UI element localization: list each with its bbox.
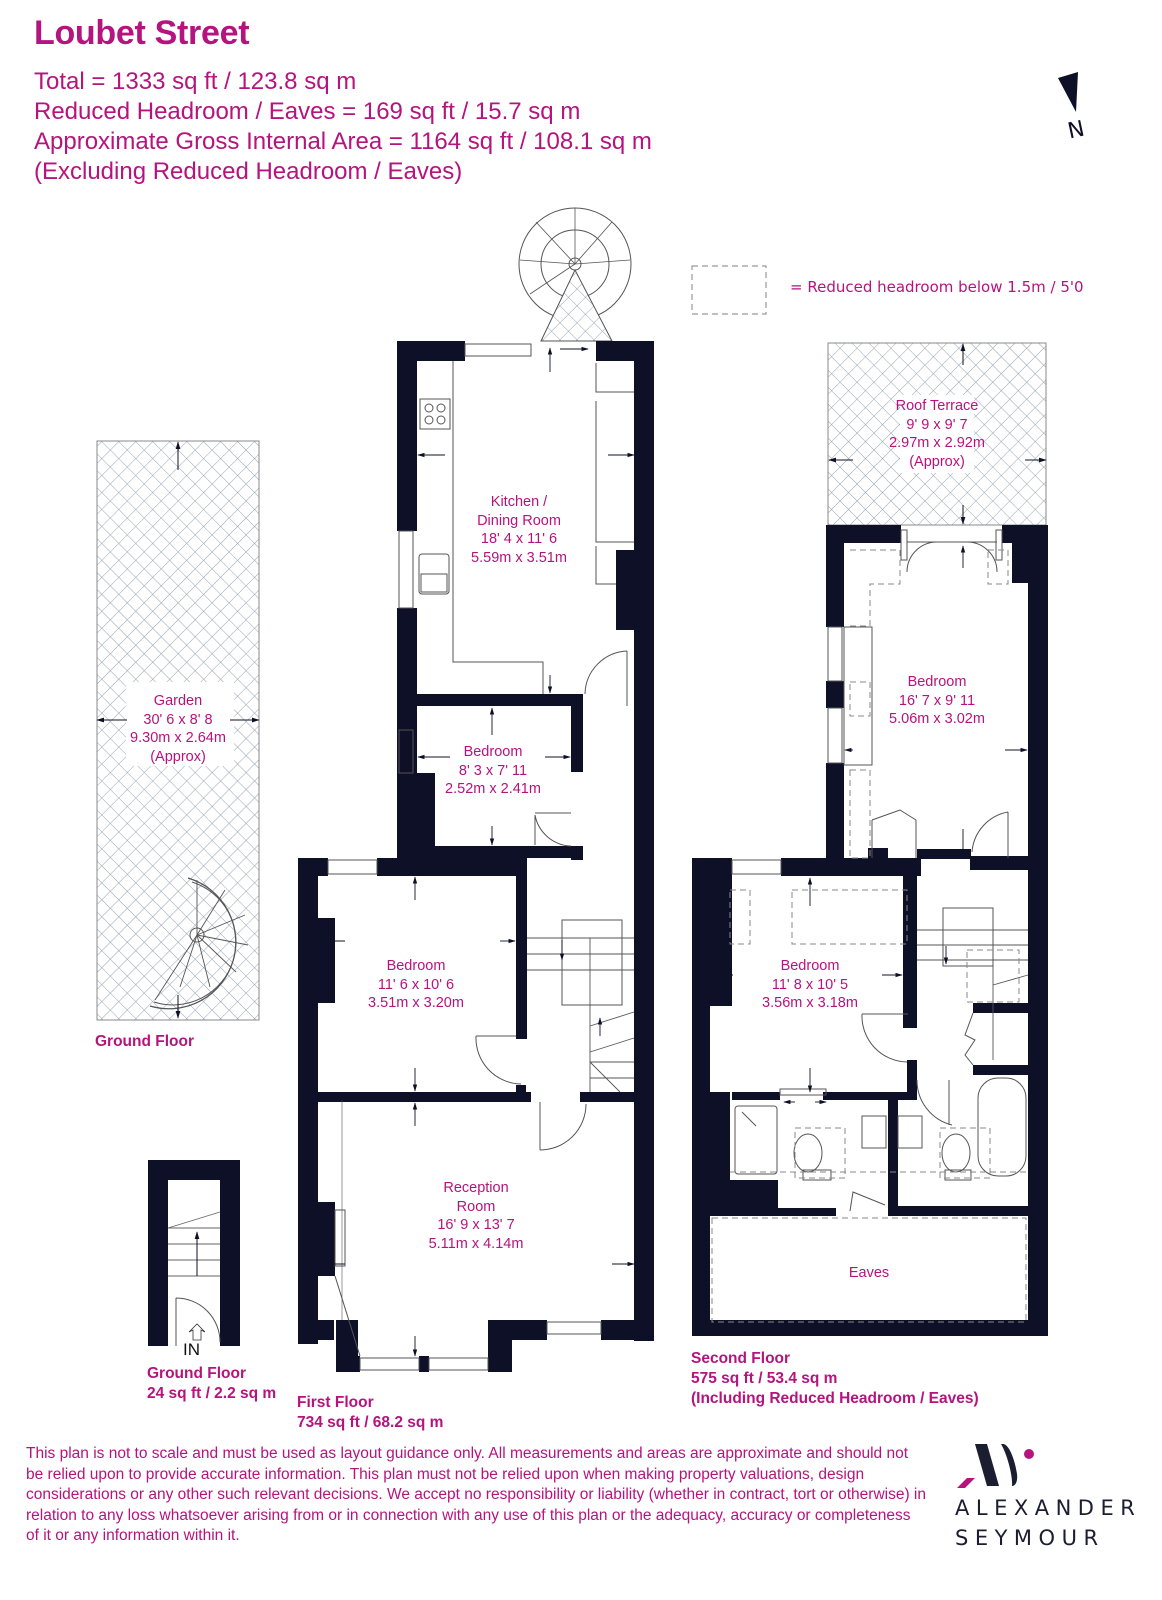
- room-name: Room: [456, 1198, 496, 1215]
- room-name: Kitchen /: [490, 494, 548, 510]
- floor-name: Ground Floor: [147, 1365, 247, 1382]
- room-dimensions-metric: 2.52m x 2.41m: [445, 781, 541, 797]
- floor-label-ground-garden: Ground Floor: [95, 1032, 194, 1052]
- room-name: Bedroom: [907, 674, 967, 690]
- gross-internal-area: Approximate Gross Internal Area = 1164 s…: [34, 128, 652, 155]
- floor-area: 734 sq ft / 68.2 sq m: [297, 1414, 444, 1431]
- floor-label-second: Second Floor 575 sq ft / 53.4 sq m (Incl…: [691, 1349, 979, 1409]
- room-note: (Approx): [909, 453, 965, 470]
- entrance-label: IN: [183, 1340, 200, 1359]
- room-dimensions-metric: 2.97m x 2.92m: [889, 435, 985, 451]
- room-roof-terrace: Roof Terrace 9' 9 x 9' 7 2.97m x 2.92m (…: [889, 397, 985, 471]
- room-bedroom-second-top: Bedroom 16' 7 x 9' 11 5.06m x 3.02m: [889, 673, 985, 729]
- second-floor-dimension-arrows: [710, 545, 1028, 1105]
- room-name: Garden: [153, 693, 203, 709]
- brand-name-line2: SEYMOUR: [955, 1526, 1105, 1550]
- room-dimensions-metric: 9.30m x 2.64m: [130, 730, 226, 746]
- floor-name: Second Floor: [691, 1350, 791, 1367]
- room-kitchen-dining: Kitchen / Dining Room 18' 4 x 11' 6 5.59…: [471, 493, 567, 567]
- room-name: Bedroom: [463, 744, 523, 760]
- entrance-hall: [148, 1160, 240, 1346]
- room-dimensions-imperial: 11' 6 x 10' 6: [377, 976, 455, 993]
- room-name: Bedroom: [386, 958, 446, 974]
- reduced-headroom-dashed: [711, 549, 1028, 1323]
- room-dimensions-metric: 3.56m x 3.18m: [762, 995, 858, 1011]
- room-reception: Reception Room 16' 9 x 13' 7 5.11m x 4.1…: [429, 1179, 524, 1253]
- room-dimensions-imperial: 16' 7 x 9' 11: [898, 692, 976, 709]
- page-title: Loubet Street: [34, 14, 250, 52]
- room-name: Roof Terrace: [895, 398, 979, 414]
- first-floor-walls: [298, 207, 654, 1372]
- room-dimensions-imperial: 30' 6 x 8' 8: [143, 711, 213, 728]
- north-arrow-icon: [1058, 72, 1078, 112]
- room-eaves: Eaves: [849, 1264, 889, 1283]
- legend-dashed-box: [691, 265, 767, 315]
- floor-label-ground-entrance: Ground Floor 24 sq ft / 2.2 sq m: [147, 1364, 276, 1404]
- reduced-headroom-area: Reduced Headroom / Eaves = 169 sq ft / 1…: [34, 98, 581, 125]
- floor-note: (Including Reduced Headroom / Eaves): [691, 1390, 979, 1407]
- second-floor-fixtures: [731, 529, 1029, 1212]
- room-garden: Garden 30' 6 x 8' 8 9.30m x 2.64m (Appro…: [130, 692, 226, 766]
- brand-name-line1: ALEXANDER: [955, 1496, 1142, 1520]
- floor-area: 24 sq ft / 2.2 sq m: [147, 1385, 277, 1402]
- room-dimensions-imperial: 11' 8 x 10' 5: [771, 976, 849, 993]
- first-floor-dimension-arrows: [318, 346, 635, 1357]
- room-name: Eaves: [848, 1265, 890, 1281]
- roof-terrace-area: [827, 342, 1047, 526]
- floor-label-first: First Floor 734 sq ft / 68.2 sq m: [297, 1393, 443, 1433]
- second-floor-walls: [692, 525, 1048, 1336]
- room-dimensions-imperial: 8' 3 x 7' 11: [458, 762, 528, 779]
- brand-monogram-icon: [957, 1444, 1034, 1488]
- room-name: Reception: [443, 1180, 509, 1196]
- floor-name: First Floor: [297, 1394, 374, 1411]
- legend-reduced-headroom: = Reduced headroom below 1.5m / 5'0: [790, 278, 1084, 296]
- room-note: (Approx): [150, 748, 206, 765]
- room-name: Bedroom: [780, 958, 840, 974]
- floor-name: Ground Floor: [95, 1033, 195, 1050]
- room-dimensions-imperial: 16' 9 x 13' 7: [437, 1217, 515, 1233]
- room-bedroom-first-floor: Bedroom 11' 6 x 10' 6 3.51m x 3.20m: [368, 957, 464, 1013]
- room-dimensions-imperial: 18' 4 x 11' 6: [480, 531, 558, 547]
- total-area: Total = 1333 sq ft / 123.8 sq m: [34, 68, 357, 95]
- floor-area: 575 sq ft / 53.4 sq m: [691, 1370, 838, 1387]
- room-bedroom-small: Bedroom 8' 3 x 7' 11 2.52m x 2.41m: [445, 743, 541, 799]
- room-name: Dining Room: [477, 512, 561, 529]
- room-dimensions-imperial: 9' 9 x 9' 7: [906, 416, 968, 433]
- room-dimensions-metric: 5.06m x 3.02m: [889, 711, 985, 727]
- room-dimensions-metric: 3.51m x 3.20m: [368, 995, 464, 1011]
- room-dimensions-metric: 5.59m x 3.51m: [471, 549, 567, 566]
- room-bedroom-second-mid: Bedroom 11' 8 x 10' 5 3.56m x 3.18m: [762, 957, 858, 1013]
- disclaimer-text: This plan is not to scale and must be us…: [26, 1445, 926, 1544]
- room-dimensions-metric: 5.11m x 4.14m: [428, 1235, 524, 1252]
- garden-area: [96, 440, 260, 1021]
- first-floor-fixtures: [327, 343, 635, 1371]
- area-exclusion-note: (Excluding Reduced Headroom / Eaves): [34, 158, 463, 185]
